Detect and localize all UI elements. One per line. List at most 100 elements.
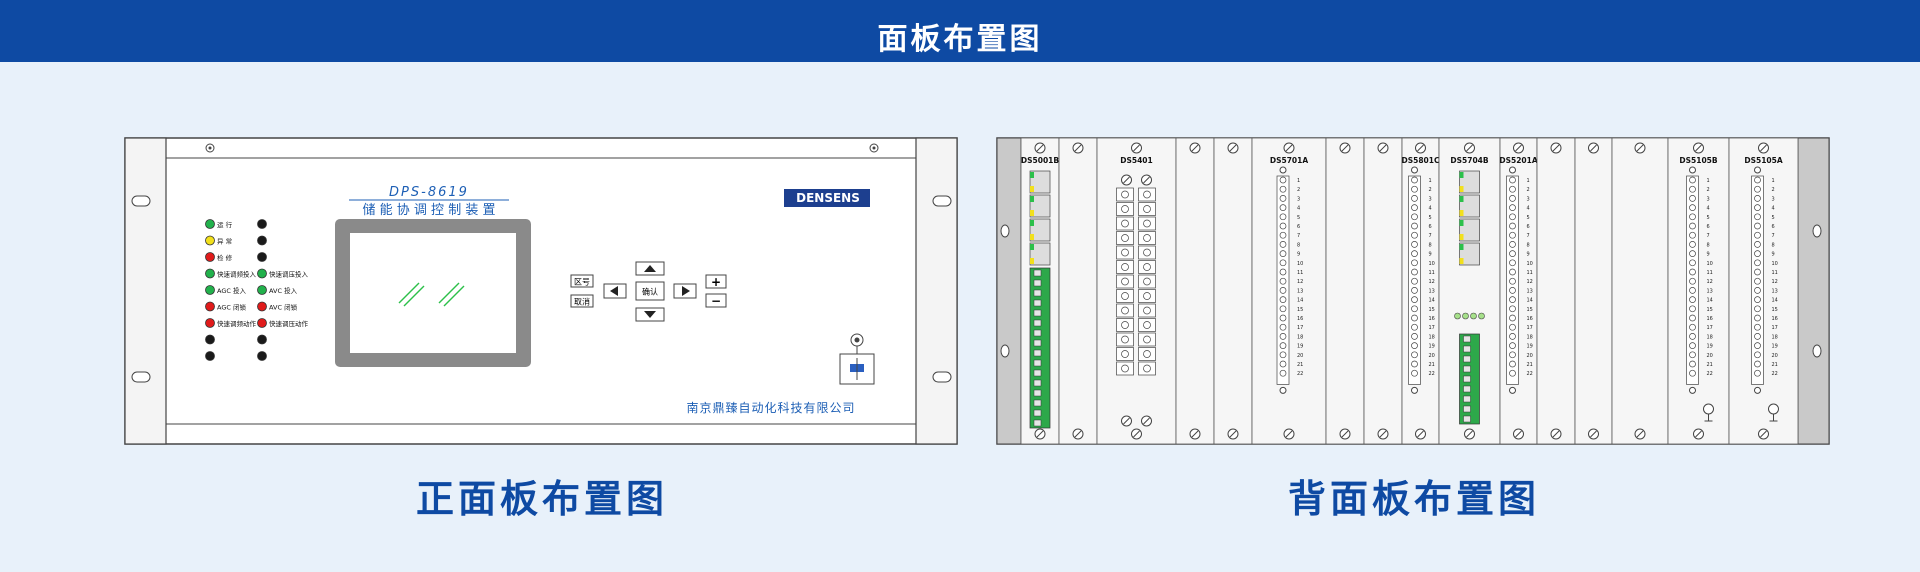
svg-text:9: 9	[1527, 252, 1530, 258]
led-indicator	[257, 351, 267, 361]
svg-text:6: 6	[1772, 224, 1775, 230]
svg-text:11: 11	[1297, 270, 1303, 276]
svg-text:15: 15	[1429, 307, 1435, 313]
svg-text:16: 16	[1297, 316, 1303, 322]
svg-text:17: 17	[1527, 325, 1533, 331]
led-indicator	[257, 334, 267, 345]
led-indicator	[205, 351, 215, 361]
page-title: 面板布置图	[877, 22, 1043, 57]
svg-text:2: 2	[1297, 187, 1300, 193]
svg-text:22: 22	[1707, 371, 1713, 377]
led-indicator	[205, 301, 215, 312]
front-panel-caption: 正面板布置图	[415, 477, 668, 521]
led-label: AGC 闭锁	[217, 303, 246, 312]
svg-text:4: 4	[1707, 206, 1710, 212]
ground-icon	[1768, 403, 1779, 415]
led-indicator	[205, 268, 215, 279]
svg-text:5: 5	[1772, 215, 1775, 221]
svg-text:5: 5	[1527, 215, 1530, 221]
led-label: 快速调频动作	[217, 319, 257, 328]
svg-text:3: 3	[1429, 196, 1432, 202]
svg-text:区号: 区号	[574, 278, 590, 287]
svg-text:17: 17	[1297, 325, 1303, 331]
key-lock-icon	[839, 333, 875, 385]
led-indicator	[257, 268, 267, 279]
svg-text:6: 6	[1527, 224, 1530, 230]
svg-text:1: 1	[1772, 178, 1775, 184]
svg-text:20: 20	[1429, 353, 1435, 359]
svg-text:7: 7	[1707, 233, 1710, 239]
svg-text:16: 16	[1527, 316, 1533, 322]
svg-text:19: 19	[1429, 344, 1435, 350]
svg-text:9: 9	[1297, 252, 1300, 258]
svg-text:2: 2	[1429, 187, 1432, 193]
svg-text:19: 19	[1527, 344, 1533, 350]
svg-text:4: 4	[1297, 206, 1300, 212]
svg-text:7: 7	[1772, 233, 1775, 239]
svg-text:17: 17	[1772, 325, 1778, 331]
device-name: 储 能 协 调 控 制 装 置	[363, 203, 496, 218]
svg-text:22: 22	[1527, 371, 1533, 377]
svg-text:10: 10	[1707, 261, 1713, 267]
svg-text:13: 13	[1707, 288, 1713, 294]
module-label: DS5704B	[1450, 156, 1489, 165]
led-label: 快速调频投入	[217, 270, 257, 279]
ground-icon	[1703, 403, 1714, 415]
svg-text:11: 11	[1527, 270, 1533, 276]
cancel-key[interactable]: 取消	[570, 294, 594, 308]
svg-text:6: 6	[1429, 224, 1432, 230]
svg-text:13: 13	[1527, 288, 1533, 294]
svg-text:9: 9	[1707, 252, 1710, 258]
svg-text:13: 13	[1429, 288, 1435, 294]
module-label: DS5401	[1120, 156, 1153, 165]
front-panel-drawing: DPS-8619 储 能 协 调 控 制 装 置 DENSENS 南京鼎臻自动化…	[124, 137, 958, 445]
rear-slot	[1175, 137, 1215, 445]
svg-text:14: 14	[1707, 298, 1713, 304]
svg-text:2: 2	[1772, 187, 1775, 193]
svg-text:21: 21	[1707, 362, 1713, 368]
led-indicator	[205, 318, 215, 328]
rear-slot	[1325, 137, 1365, 445]
led-label: 异 常	[217, 237, 232, 246]
svg-text:2: 2	[1527, 187, 1530, 193]
zone-key[interactable]: 区号	[570, 274, 594, 288]
led-label: AGC 投入	[217, 286, 246, 295]
svg-text:18: 18	[1527, 334, 1533, 340]
svg-text:6: 6	[1707, 224, 1710, 230]
led-indicator	[257, 235, 267, 246]
module-label: DS5801C	[1401, 156, 1440, 165]
down-arrow-key[interactable]	[635, 307, 665, 322]
left-arrow-key[interactable]	[603, 283, 627, 299]
lcd-screen	[350, 233, 516, 353]
rear-slot	[1058, 137, 1098, 445]
led-label: 检 修	[217, 253, 233, 262]
plus-key[interactable]: +	[705, 274, 727, 289]
svg-text:3: 3	[1772, 196, 1775, 202]
led-label: 快速调压投入	[269, 270, 309, 279]
svg-text:16: 16	[1772, 316, 1778, 322]
svg-text:19: 19	[1707, 344, 1713, 350]
svg-text:15: 15	[1297, 307, 1303, 313]
led-indicator	[205, 252, 215, 262]
minus-key[interactable]: −	[705, 293, 727, 308]
svg-text:13: 13	[1297, 288, 1303, 294]
svg-text:14: 14	[1772, 298, 1778, 304]
svg-text:11: 11	[1707, 270, 1713, 276]
svg-text:20: 20	[1527, 353, 1533, 359]
keypad: 区号 取消 确认 + −	[570, 261, 727, 322]
svg-text:8: 8	[1707, 242, 1710, 248]
up-arrow-key[interactable]	[635, 261, 665, 276]
svg-text:3: 3	[1527, 196, 1530, 202]
svg-text:18: 18	[1772, 334, 1778, 340]
svg-text:8: 8	[1772, 242, 1775, 248]
svg-text:17: 17	[1707, 325, 1713, 331]
confirm-key[interactable]: 确认	[635, 281, 665, 301]
svg-text:21: 21	[1429, 362, 1435, 368]
svg-text:9: 9	[1429, 252, 1432, 258]
rear-slot	[1096, 137, 1177, 445]
right-arrow-key[interactable]	[673, 283, 697, 299]
svg-text:8: 8	[1429, 242, 1432, 248]
rear-panel-caption: 背面板布置图	[1287, 477, 1540, 521]
rear-slot	[1363, 137, 1403, 445]
